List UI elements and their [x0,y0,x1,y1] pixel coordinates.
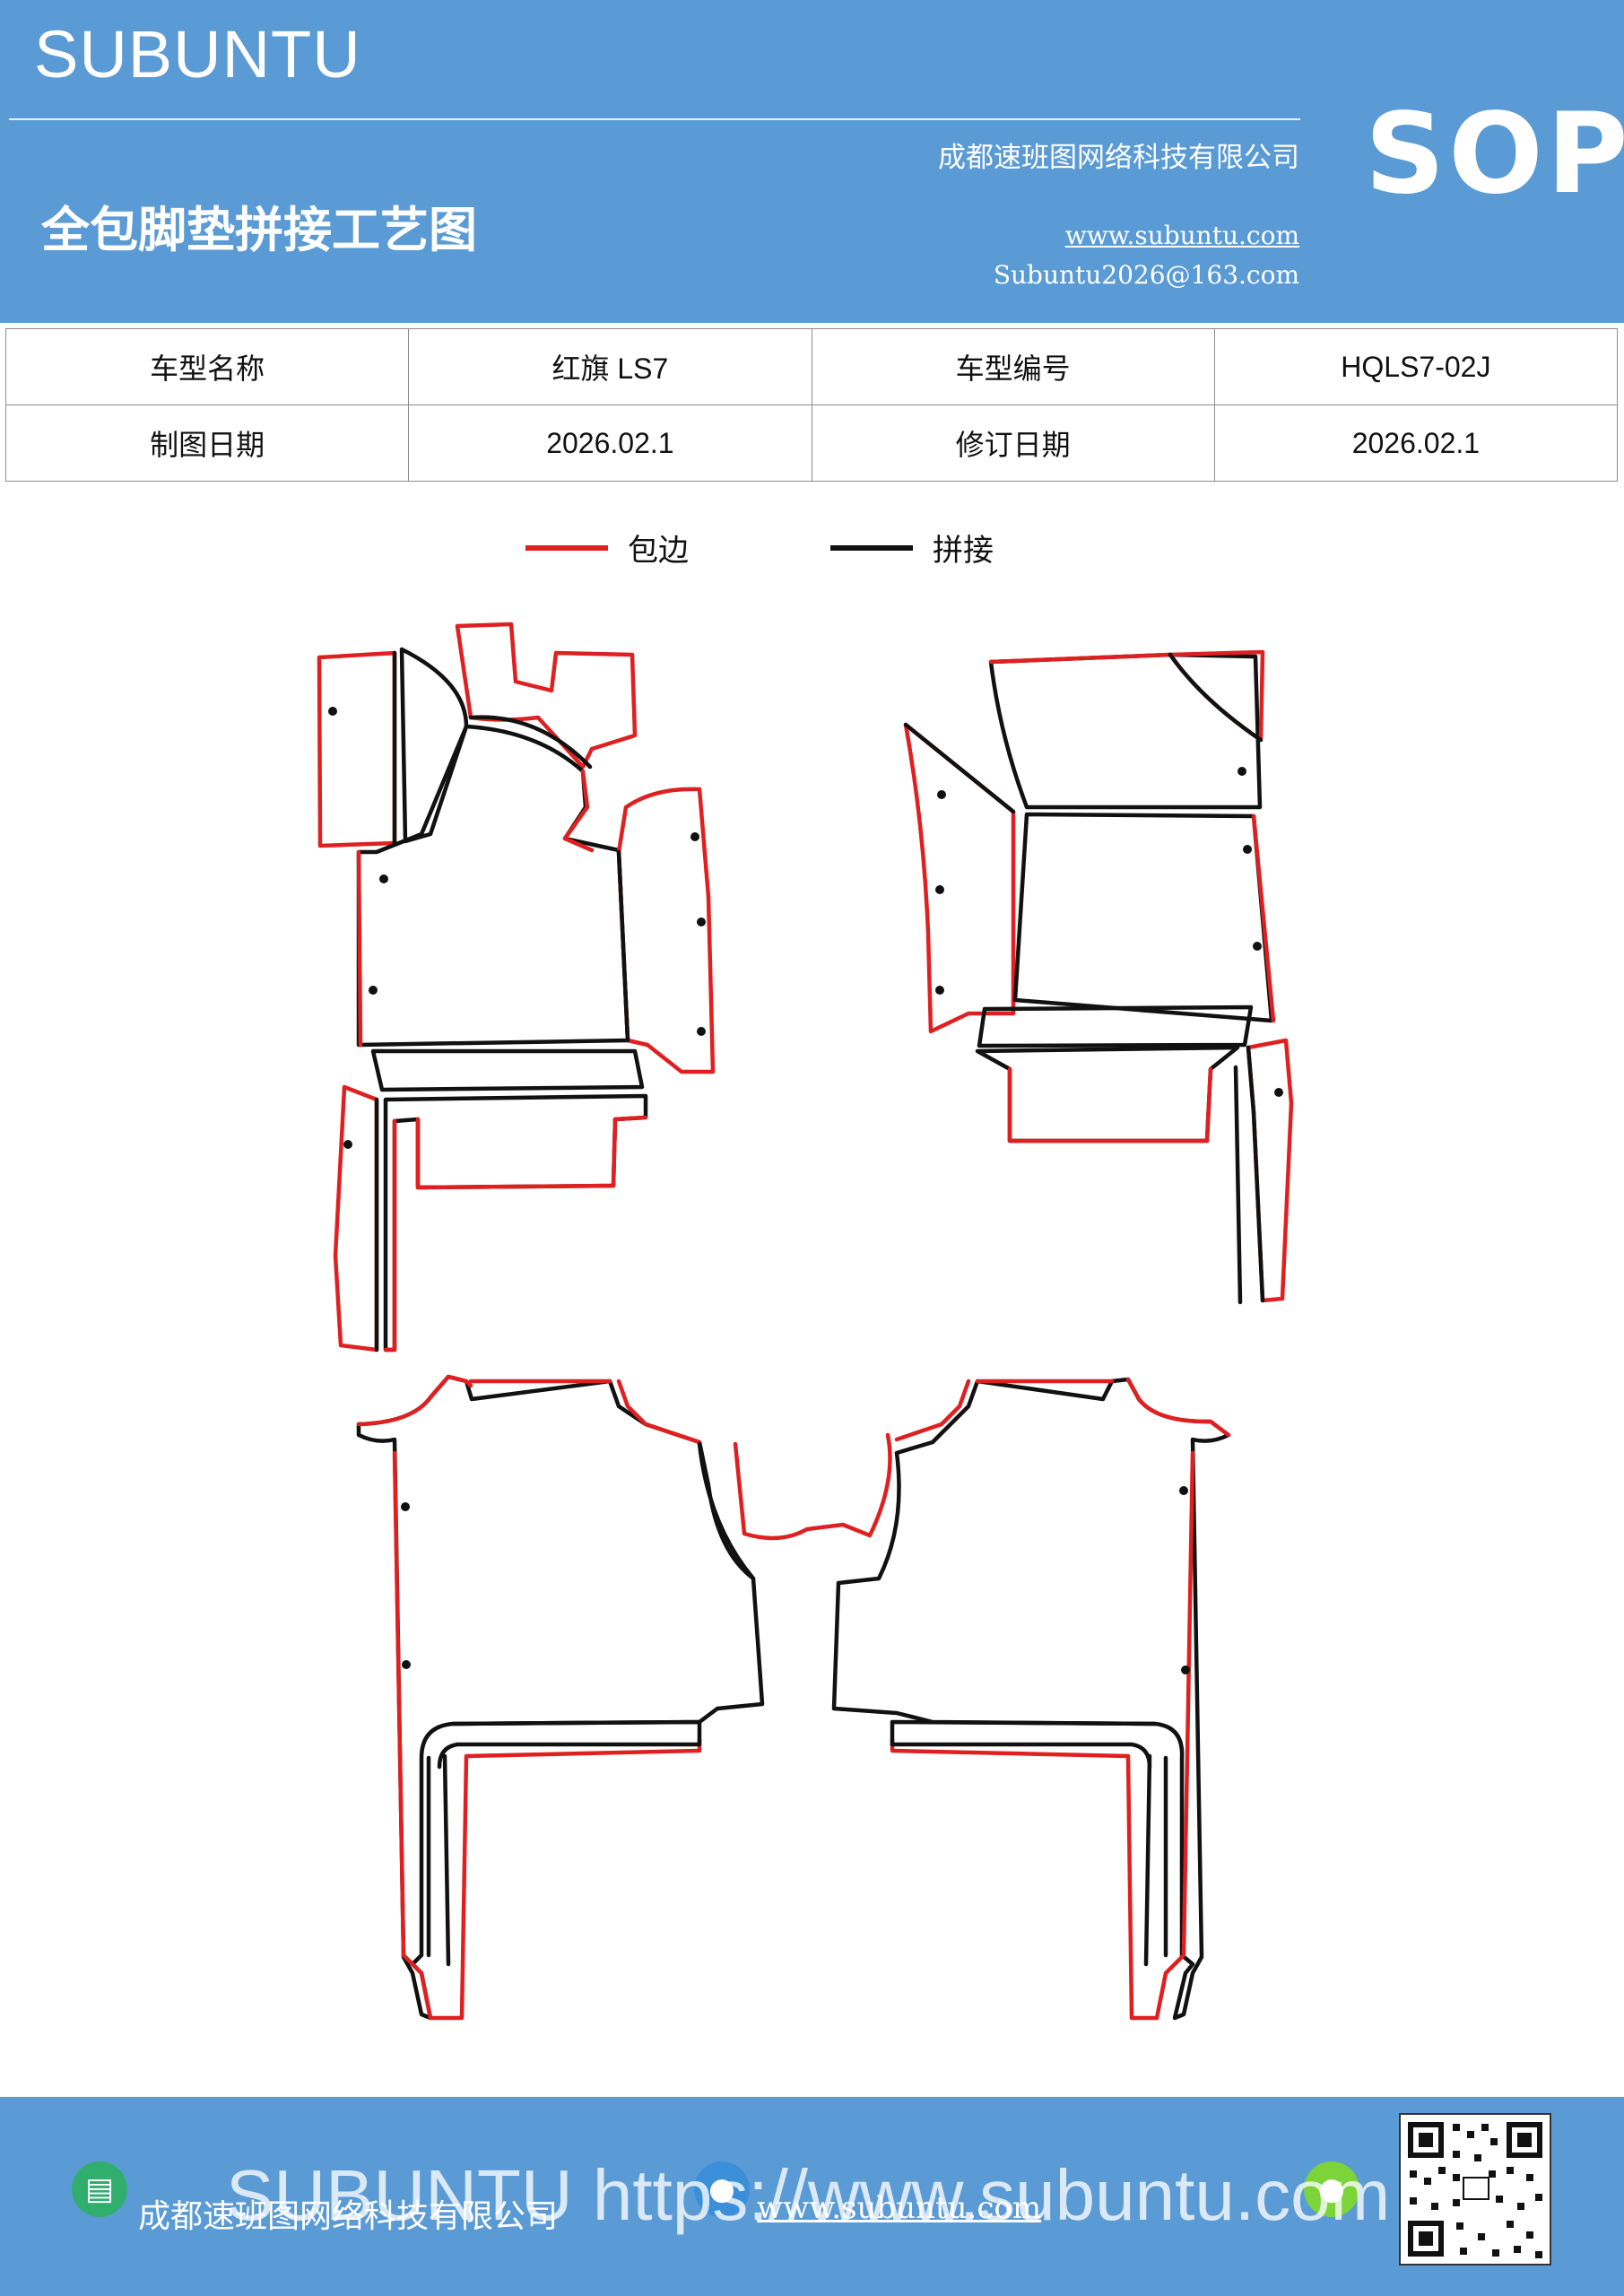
draw-date-label: 制图日期 [4,404,410,482]
wechat-icon: ● [1304,2161,1359,2217]
legend-edge-label: 包边 [628,533,689,569]
revision-date-label: 修订日期 [811,404,1215,482]
model-name-value: 红旗 LS7 [408,328,812,405]
legend-edge-swatch [525,544,608,551]
vehicle-info-table: 车型名称 红旗 LS7 车型编号 HQLS7-02J 制图日期 2026.02.… [4,328,1619,482]
header-divider [9,118,1300,120]
upper-right-mat-group [903,649,1294,1305]
revision-date-value: 2026.02.1 [1213,404,1619,482]
lower-right-mat [831,1377,1231,2021]
model-code-label: 车型编号 [811,328,1215,405]
sop-badge: SOP [1365,90,1624,219]
legend-seam: 拼接 [830,526,994,570]
table-row: 制图日期 2026.02.1 修订日期 2026.02.1 [4,404,1619,482]
draw-date-value: 2026.02.1 [408,404,812,482]
model-name-label: 车型名称 [4,328,410,405]
footer-banner: ▤ 成都速班图网络科技有限公司 ● www.subuntu.com ● SUBU… [0,2097,1624,2296]
floor-mat-diagram [317,622,1294,2021]
footer-watermark: SUBUNTU https://www.subuntu.com [226,2155,1391,2235]
lower-left-mat [356,1374,892,2021]
model-code-value: HQLS7-02J [1213,328,1619,405]
legend-edge: 包边 [525,526,689,570]
building-icon: ▤ [72,2161,127,2217]
legend-seam-swatch [830,544,913,551]
header-banner: SUBUNTU 成都速班图网络科技有限公司 SOP 全包脚垫拼接工艺图 www.… [0,0,1624,323]
qr-code [1399,2113,1551,2266]
footer-company: 成都速班图网络科技有限公司 [138,2198,559,2235]
table-row: 车型名称 红旗 LS7 车型编号 HQLS7-02J [4,328,1619,405]
upper-left-mat-group [317,622,716,1352]
brand-name: SUBUNTU [34,17,361,91]
footer-website-link[interactable]: www.subuntu.com [757,2190,1042,2226]
website-link[interactable]: www.subuntu.com [1064,221,1299,250]
company-name: 成都速班图网络科技有限公司 [938,142,1299,174]
globe-icon: ● [694,2161,750,2217]
legend-seam-label: 拼接 [933,533,994,569]
document-title: 全包脚垫拼接工艺图 [41,201,477,258]
email-address: Subuntu2026@163.com [993,260,1299,290]
